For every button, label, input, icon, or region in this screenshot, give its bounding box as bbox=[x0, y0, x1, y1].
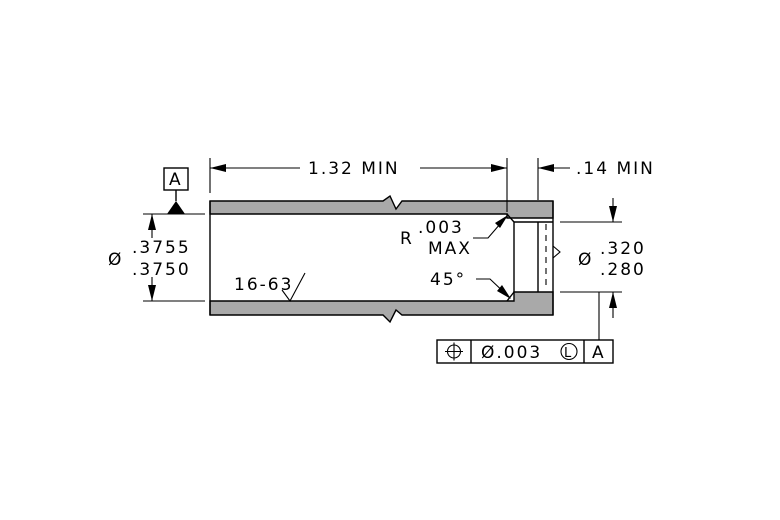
position-icon bbox=[445, 342, 463, 361]
radius-prefix: R bbox=[400, 229, 414, 249]
top-wall bbox=[209, 194, 554, 219]
surface-finish-label: 16-63 bbox=[234, 275, 293, 295]
length-label: 1.32 MIN bbox=[308, 159, 400, 179]
tube-section bbox=[209, 194, 561, 324]
datum-feature: A bbox=[163, 167, 189, 214]
bore-dia-lower: .3750 bbox=[132, 260, 191, 280]
radius-max: MAX bbox=[428, 239, 472, 259]
bore-dia-upper: .3755 bbox=[132, 238, 191, 258]
radius-value: .003 bbox=[418, 218, 464, 238]
bottom-wall bbox=[209, 291, 554, 324]
fcf-modifier: L bbox=[564, 346, 572, 361]
counterbore-dimension: .14 MIN bbox=[537, 158, 655, 200]
datum-triangle bbox=[167, 201, 185, 214]
bore-dia-symbol: Ø bbox=[108, 250, 123, 270]
chamfer-callout: 45° bbox=[430, 270, 511, 299]
break-mark bbox=[552, 245, 561, 259]
fcf-datum-ref: A bbox=[592, 343, 606, 363]
small-dia-upper: .320 bbox=[600, 239, 646, 259]
chamfer-angle: 45° bbox=[430, 270, 466, 290]
bore-diameter-dimension: Ø .3755 .3750 bbox=[108, 213, 205, 302]
chamfer-bottom bbox=[506, 291, 515, 302]
counterbore-label: .14 MIN bbox=[576, 159, 655, 179]
small-dia-symbol: Ø bbox=[578, 250, 593, 270]
feature-control-frame: Ø.003 L A bbox=[436, 292, 614, 364]
radius-callout: R .003 MAX bbox=[400, 215, 508, 259]
small-diameter-dimension: Ø .320 .280 bbox=[560, 198, 646, 318]
chamfer-top bbox=[506, 213, 515, 292]
fcf-tolerance: Ø.003 bbox=[481, 343, 542, 363]
length-dimension: 1.32 MIN bbox=[209, 158, 508, 212]
datum-letter: A bbox=[169, 170, 183, 190]
small-dia-lower: .280 bbox=[600, 260, 646, 280]
least-material-icon: L bbox=[560, 342, 578, 361]
surface-finish-symbol: 16-63 bbox=[234, 272, 306, 303]
